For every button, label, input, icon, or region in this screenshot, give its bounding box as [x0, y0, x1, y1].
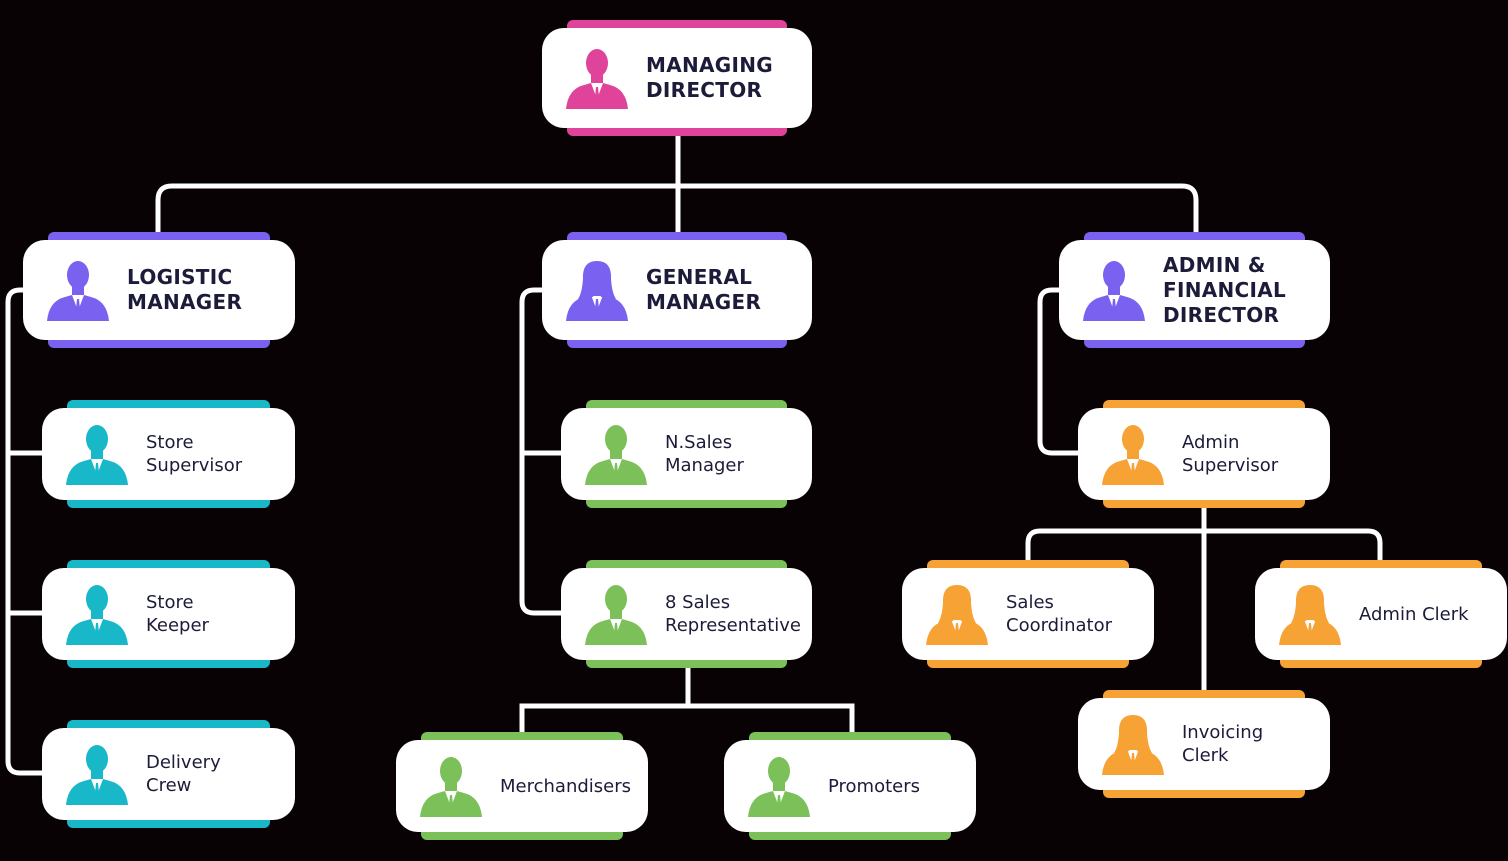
org-node-ac: Admin Clerk	[1255, 560, 1507, 668]
male-person-icon	[1096, 423, 1170, 485]
node-title-line: MANAGER	[646, 290, 762, 314]
female-person-icon	[920, 583, 994, 645]
node-title-line: Promoters	[828, 775, 921, 797]
node-title-line: DIRECTOR	[646, 78, 763, 102]
node-card: Admin Clerk	[1255, 568, 1507, 660]
node-card: Promoters	[724, 740, 976, 832]
node-title-line: Manager	[665, 455, 744, 476]
node-card: Merchandisers	[396, 740, 648, 832]
male-person-icon	[1077, 259, 1151, 321]
node-title-line: MANAGING	[646, 53, 774, 77]
connector-line	[1025, 528, 1383, 568]
node-title-line: Merchandisers	[500, 775, 632, 797]
node-title-line: DIRECTOR	[1163, 302, 1280, 327]
node-title-line: Admin Clerk	[1359, 603, 1469, 625]
male-person-icon	[60, 583, 134, 645]
female-person-icon	[560, 259, 634, 321]
male-person-icon	[579, 583, 653, 645]
node-title-line: Store	[146, 592, 194, 613]
node-title-line: Coordinator	[1006, 615, 1113, 636]
node-title-line: Admin	[1182, 432, 1240, 453]
node-title-line: FINANCIAL	[1163, 277, 1287, 302]
node-title-line: Clerk	[1182, 745, 1229, 766]
node-title-line: Crew	[146, 775, 192, 796]
male-person-icon	[742, 755, 816, 817]
male-person-icon	[41, 259, 115, 321]
male-person-icon	[560, 47, 634, 109]
node-title-line: Supervisor	[1182, 455, 1279, 476]
node-title: Promoters	[828, 775, 920, 798]
node-title-line: Supervisor	[146, 455, 243, 476]
node-title-line: Representative	[665, 615, 802, 636]
node-title-line: MANAGER	[127, 290, 243, 314]
connector-line	[1037, 287, 1078, 456]
org-node-pro: Promoters	[724, 732, 976, 840]
node-title-line: Keeper	[146, 615, 209, 636]
node-title-line: Invoicing	[1182, 722, 1264, 743]
node-title-line: LOGISTIC	[127, 265, 233, 289]
male-person-icon	[579, 423, 653, 485]
org-node-mer: Merchandisers	[396, 732, 648, 840]
node-title-line: Store	[146, 432, 194, 453]
node-title-line: N.Sales	[665, 432, 733, 453]
female-person-icon	[1096, 713, 1170, 775]
node-title: Admin Clerk	[1359, 603, 1469, 626]
node-title: Merchandisers	[500, 775, 631, 798]
node-title-line: ADMIN &	[1163, 252, 1266, 277]
female-person-icon	[1273, 583, 1347, 645]
node-title-line: GENERAL	[646, 265, 753, 289]
node-title-line: Delivery	[146, 752, 221, 773]
connector-line	[5, 287, 42, 776]
male-person-icon	[414, 755, 488, 817]
connector-line	[519, 703, 855, 740]
male-person-icon	[60, 743, 134, 805]
male-person-icon	[60, 423, 134, 485]
node-title-line: 8 Sales	[665, 592, 731, 613]
node-title-line: Sales	[1006, 592, 1054, 613]
